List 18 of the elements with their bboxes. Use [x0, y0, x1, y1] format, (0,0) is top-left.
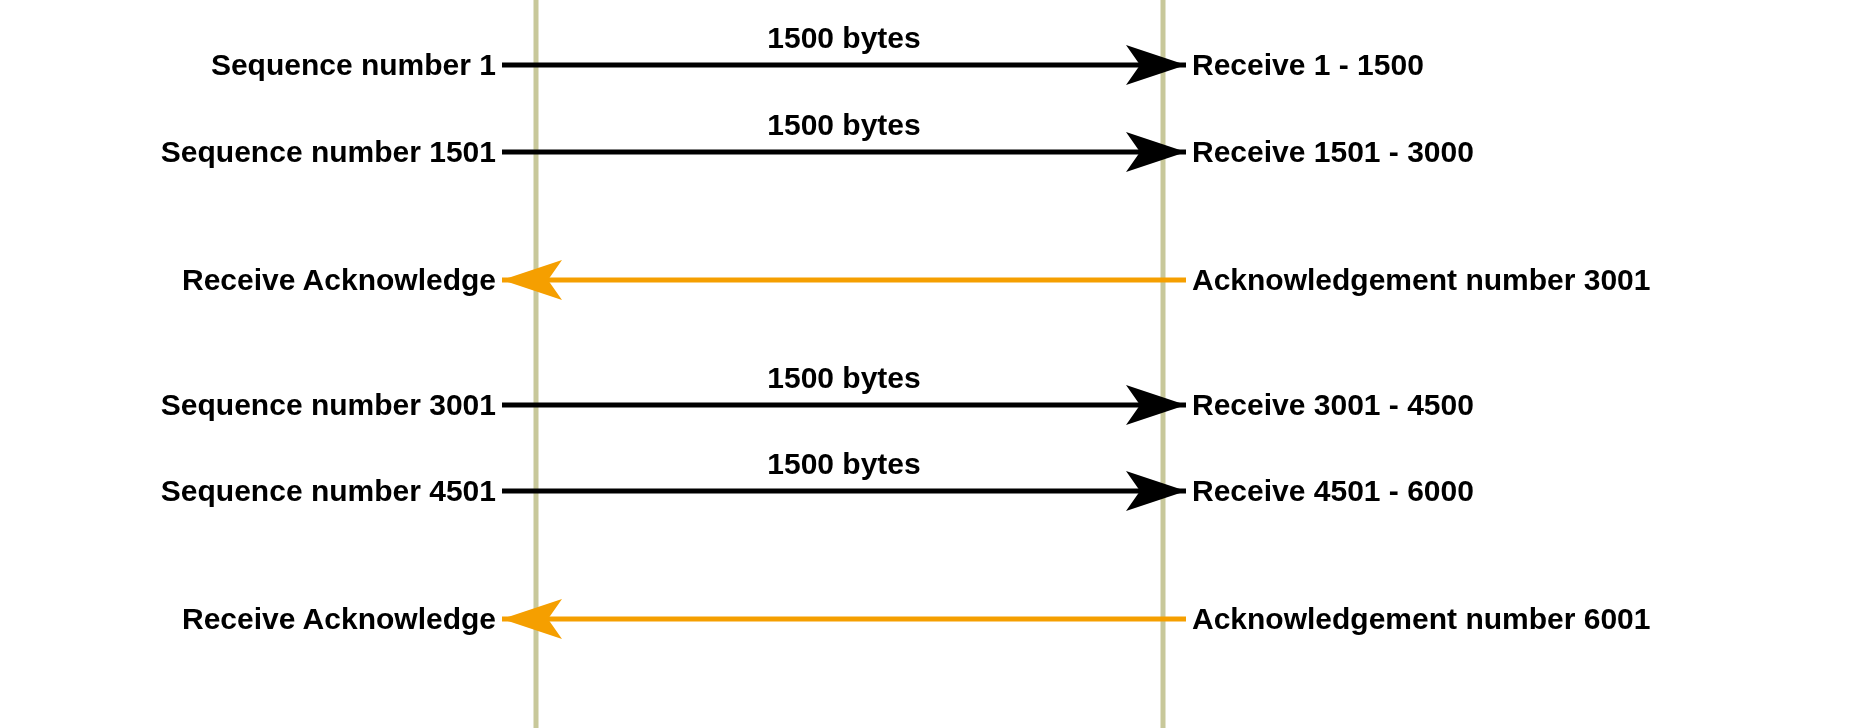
arrow	[502, 599, 1186, 639]
message-text: Receive Acknowledge	[181, 601, 496, 637]
message-text: Sequence number 4501	[160, 473, 496, 509]
arrow	[502, 385, 1186, 425]
message-text: Sequence number 1	[210, 47, 496, 83]
arrow	[502, 260, 1186, 300]
message-text: Receive 1501 - 3000	[1192, 134, 1474, 170]
message-text: Receive 1 - 1500	[1192, 47, 1424, 83]
message-text: Sequence number 1501	[160, 134, 496, 170]
arrow	[502, 471, 1186, 511]
message-text: Receive 3001 - 4500	[1192, 387, 1474, 423]
message-text: Receive Acknowledge	[181, 262, 496, 298]
message-text: Acknowledgement number 3001	[1192, 262, 1651, 298]
message-text: Sequence number 3001	[160, 387, 496, 423]
arrow	[502, 132, 1186, 172]
message-text: Receive 4501 - 6000	[1192, 473, 1474, 509]
arrow	[502, 45, 1186, 85]
message-text: Acknowledgement number 6001	[1192, 601, 1651, 637]
